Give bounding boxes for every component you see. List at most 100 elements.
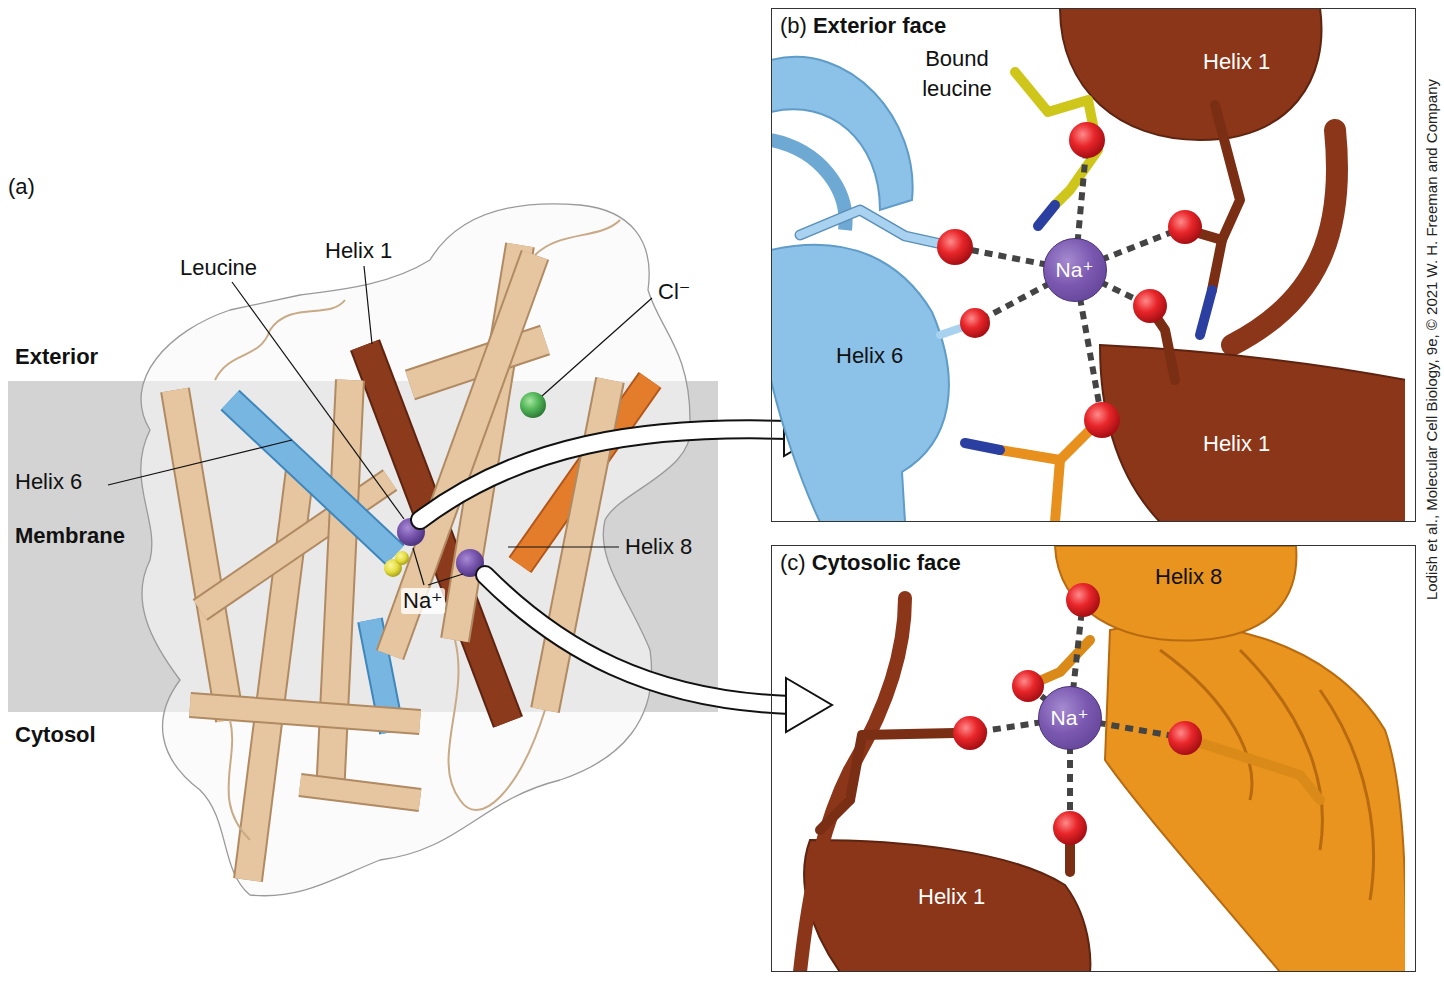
cytosolic-site-illustration-part-part — [1160, 650, 1252, 800]
detail-panel: (c)Cytosolic faceNa⁺ — [771, 545, 1416, 972]
cytosolic-site-illustration-part-part — [820, 800, 850, 830]
helix-cylinders-part — [330, 380, 350, 795]
leader-lines-part — [108, 440, 292, 485]
cytosolic-site-illustration-part-part — [1240, 650, 1322, 850]
ions-part — [395, 551, 409, 565]
exterior-site-illustration-part — [1069, 122, 1105, 158]
panel-letter: (b) — [780, 13, 807, 38]
sodium-ion: Na⁺ — [1038, 686, 1102, 750]
helix-cylinders-part — [200, 480, 390, 610]
panel-letter: (c) — [780, 550, 806, 575]
cytosolic-site-illustration-part — [1055, 546, 1296, 640]
exterior-site-illustration-part-part — [965, 443, 1000, 450]
sodium-ion: Na⁺ — [1043, 238, 1107, 302]
cytosolic-site-illustration-part — [1168, 721, 1202, 755]
leader-lines-part — [364, 266, 372, 344]
helix-label: Helix 1 — [1203, 431, 1270, 457]
exterior-site-illustration — [772, 9, 1405, 521]
leader-lines — [108, 266, 652, 585]
callout-arrows-part — [420, 429, 790, 520]
exterior-site-illustration-part-part — [800, 210, 955, 247]
loops-part — [535, 220, 620, 255]
helix-label: Helix 1 — [918, 884, 985, 910]
cytosolic-site-illustration-part-part — [1320, 690, 1373, 900]
cytosolic-site-illustration-part-part — [1185, 738, 1320, 800]
exterior-site-illustration-part-part — [1200, 290, 1212, 335]
helix-cylinders-part — [200, 480, 390, 610]
leader-lines-part — [542, 298, 652, 396]
part-label: Helix 1 — [325, 238, 392, 264]
callout-arrows-part — [786, 678, 832, 732]
helix-cylinders-part — [190, 705, 420, 722]
cytosolic-site-illustration-part — [1066, 583, 1100, 617]
exterior-site-illustration-part-part — [800, 210, 955, 247]
helix-label: Helix 8 — [1155, 564, 1222, 590]
callout-arrows-part — [420, 429, 790, 520]
helix-cylinders — [175, 245, 650, 880]
region-label: Cytosol — [15, 722, 96, 748]
helix-cylinders-part — [330, 380, 350, 795]
helix-cylinders-part — [175, 390, 230, 720]
cytosolic-site-illustration-part — [804, 840, 1090, 971]
cytosolic-site-illustration-part — [1012, 670, 1044, 702]
exterior-site-illustration-part — [772, 245, 949, 521]
part-label: Leucine — [180, 255, 257, 281]
part-label: Helix 6 — [15, 469, 82, 495]
leader-lines-part — [508, 546, 619, 547]
helix-label: Helix 1 — [1203, 49, 1270, 75]
cytosolic-site-illustration — [800, 546, 1405, 971]
callout-arrows-part — [485, 575, 790, 705]
ion-label: Cl⁻ — [658, 279, 690, 305]
exterior-site-illustration-part — [800, 72, 1240, 521]
cytosolic-site-illustration-part — [1053, 811, 1087, 845]
leader-lines-part — [428, 574, 463, 585]
loops-part — [228, 720, 250, 840]
leader-lines-part — [232, 282, 404, 519]
loops-part — [215, 300, 345, 380]
helix-label: Helix 6 — [836, 343, 903, 369]
loops-part — [449, 640, 545, 810]
exterior-site-illustration-part — [1100, 345, 1405, 521]
cytosolic-site-illustration-part-part — [1065, 845, 1075, 872]
panel-title: Exterior face — [813, 13, 946, 38]
helix-cylinders-part — [230, 400, 395, 555]
panel-title: Cytosolic face — [812, 550, 961, 575]
region-label: Membrane — [15, 523, 125, 549]
helix-cylinders-part — [230, 400, 395, 555]
ion-label: Na⁺ — [1056, 258, 1094, 282]
panel-heading: (c)Cytosolic face — [780, 549, 1415, 577]
cytosolic-site-illustration-part-part — [850, 733, 955, 800]
exterior-site-illustration-part-part — [1212, 240, 1222, 290]
exterior-site-illustration-part — [1232, 130, 1337, 345]
helix-cylinders-part — [300, 785, 420, 800]
exterior-site-illustration-part — [1133, 289, 1167, 323]
exterior-site-illustration-part — [955, 140, 1185, 420]
helix-cylinders-part — [300, 785, 420, 800]
exterior-site-illustration-part — [960, 308, 990, 338]
loops — [215, 220, 620, 840]
part-label: Helix 8 — [625, 534, 692, 560]
credit-line: Lodish et al., Molecular Cell Biology, 9… — [1423, 79, 1441, 600]
ligand-label: Bound leucine — [897, 44, 1017, 104]
leader-lines-part — [413, 548, 424, 585]
callout-arrows-part — [485, 575, 790, 705]
cytosolic-site-illustration-part — [1105, 624, 1405, 971]
exterior-site-illustration-part-part — [1000, 450, 1060, 460]
detail-panel: (b)Exterior faceNa⁺ — [771, 8, 1416, 522]
cytosolic-site-illustration-part — [970, 600, 1185, 828]
protein-surface — [141, 204, 691, 896]
ion-label: Na⁺ — [401, 588, 445, 614]
exterior-site-illustration-part — [1060, 9, 1322, 140]
cytosolic-site-illustration-part — [953, 716, 987, 750]
exterior-site-illustration-part-part — [1038, 205, 1055, 226]
panel-letter: (a) — [8, 174, 35, 200]
ion-label: Na⁺ — [1051, 706, 1089, 730]
exterior-site-illustration-part — [1084, 402, 1120, 438]
cytosolic-site-illustration-part — [820, 640, 1320, 872]
region-label: Exterior — [15, 344, 98, 370]
panel-heading: (b)Exterior face — [780, 12, 1415, 40]
exterior-site-illustration-part — [937, 229, 973, 265]
helix-cylinders-part — [175, 390, 230, 720]
